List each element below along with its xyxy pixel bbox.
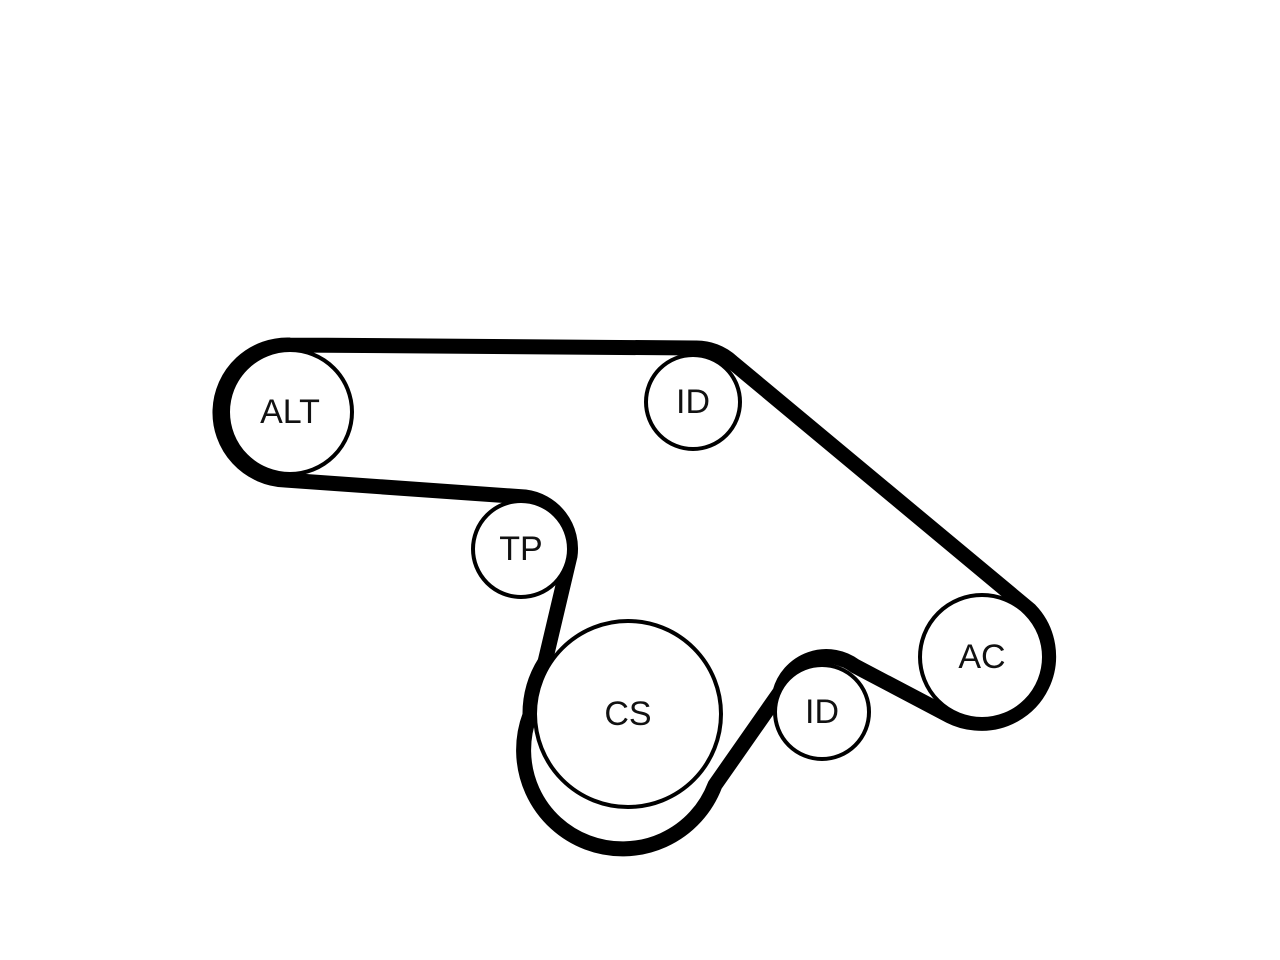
pulley-label-cs: CS [604, 695, 651, 733]
pulley-ac: AC [918, 593, 1046, 721]
pulley-id-top: ID [644, 353, 742, 451]
pulley-label-id-top: ID [676, 383, 710, 421]
pulley-alt: ALT [226, 348, 354, 476]
pulley-label-id-bottom: ID [805, 693, 839, 731]
pulley-id-bottom: ID [773, 663, 871, 761]
pulley-label-tp: TP [499, 530, 542, 568]
pulley-label-ac: AC [958, 638, 1005, 676]
pulley-label-alt: ALT [260, 393, 320, 431]
pulley-cs: CS [533, 619, 723, 809]
serpentine-belt [212, 337, 1057, 857]
pulley-tp: TP [471, 499, 571, 599]
